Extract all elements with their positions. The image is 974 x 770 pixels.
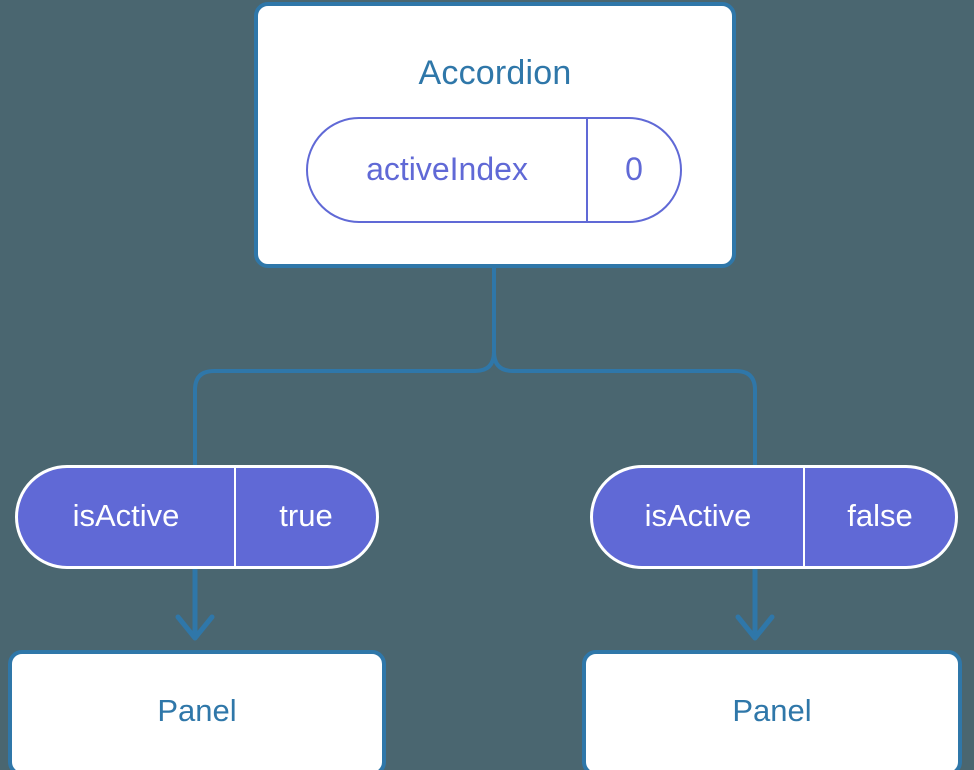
arrow-left <box>175 569 215 641</box>
prop-key-is-active-right: isActive <box>593 468 805 566</box>
panel-component-card-left[interactable]: Panel <box>8 650 386 770</box>
prop-pill-is-active-true[interactable]: isActive true <box>15 465 379 569</box>
branch-line-left <box>193 268 496 465</box>
panel-title-left: Panel <box>157 692 237 728</box>
prop-value-is-active-right: false <box>847 498 913 533</box>
panel-title-right: Panel <box>732 692 812 728</box>
accordion-title: Accordion <box>418 54 572 92</box>
prop-value-active-index: 0 <box>625 150 643 187</box>
prop-pill-active-index[interactable]: activeIndex 0 <box>306 117 682 223</box>
branch-line-right <box>492 268 757 465</box>
panel-component-card-right[interactable]: Panel <box>582 650 962 770</box>
prop-key-active-index: activeIndex <box>308 119 588 221</box>
arrow-right <box>735 569 775 641</box>
prop-value-is-active-left: true <box>279 498 333 533</box>
prop-key-is-active-left: isActive <box>18 468 236 566</box>
prop-pill-is-active-false[interactable]: isActive false <box>590 465 958 569</box>
